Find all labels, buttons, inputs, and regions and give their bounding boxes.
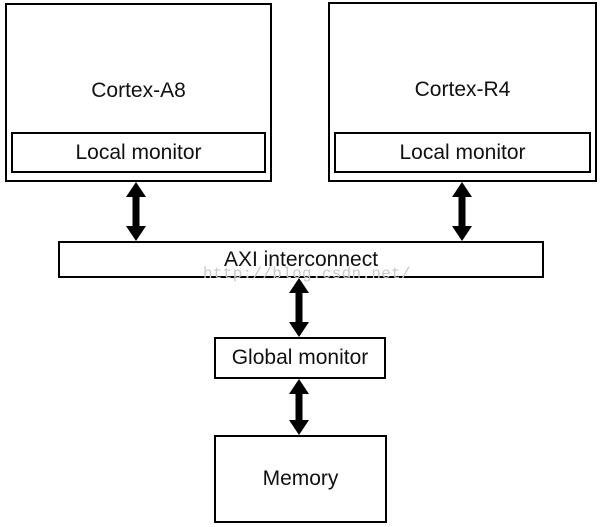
- double-arrow-axi-global-icon: [289, 278, 309, 337]
- local-monitor-r4-block: Local monitor: [334, 132, 591, 173]
- cortex-r4-block: Cortex-R4 Local monitor: [328, 2, 597, 182]
- cortex-r4-label: Cortex-R4: [414, 78, 511, 101]
- global-monitor-block: Global monitor: [214, 337, 386, 379]
- local-monitor-a8-block: Local monitor: [11, 132, 266, 173]
- watermark-text: http://blog.csdn.net/: [203, 265, 411, 283]
- local-monitor-r4-label: Local monitor: [399, 140, 526, 164]
- double-arrow-a8-axi-icon: [126, 182, 146, 241]
- axi-interconnect-block: AXI interconnect: [58, 241, 544, 278]
- local-monitor-a8-label: Local monitor: [75, 140, 202, 164]
- axi-interconnect-label: AXI interconnect: [223, 247, 379, 271]
- memory-label: Memory: [262, 467, 339, 490]
- cortex-a8-block: Cortex-A8 Local monitor: [5, 3, 272, 182]
- cortex-a8-label: Cortex-A8: [91, 79, 186, 102]
- double-arrow-r4-axi-icon: [452, 182, 472, 241]
- memory-block: Memory: [214, 435, 387, 523]
- double-arrow-global-memory-icon: [289, 379, 309, 435]
- global-monitor-label: Global monitor: [231, 346, 369, 369]
